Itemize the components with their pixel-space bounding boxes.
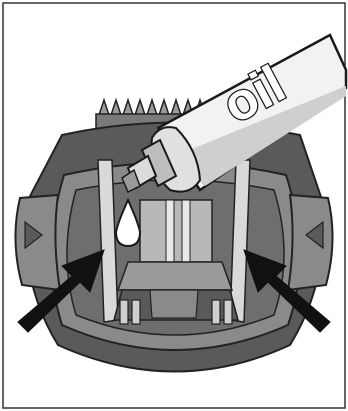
left-grip [15,195,60,290]
right-grip [288,195,333,290]
